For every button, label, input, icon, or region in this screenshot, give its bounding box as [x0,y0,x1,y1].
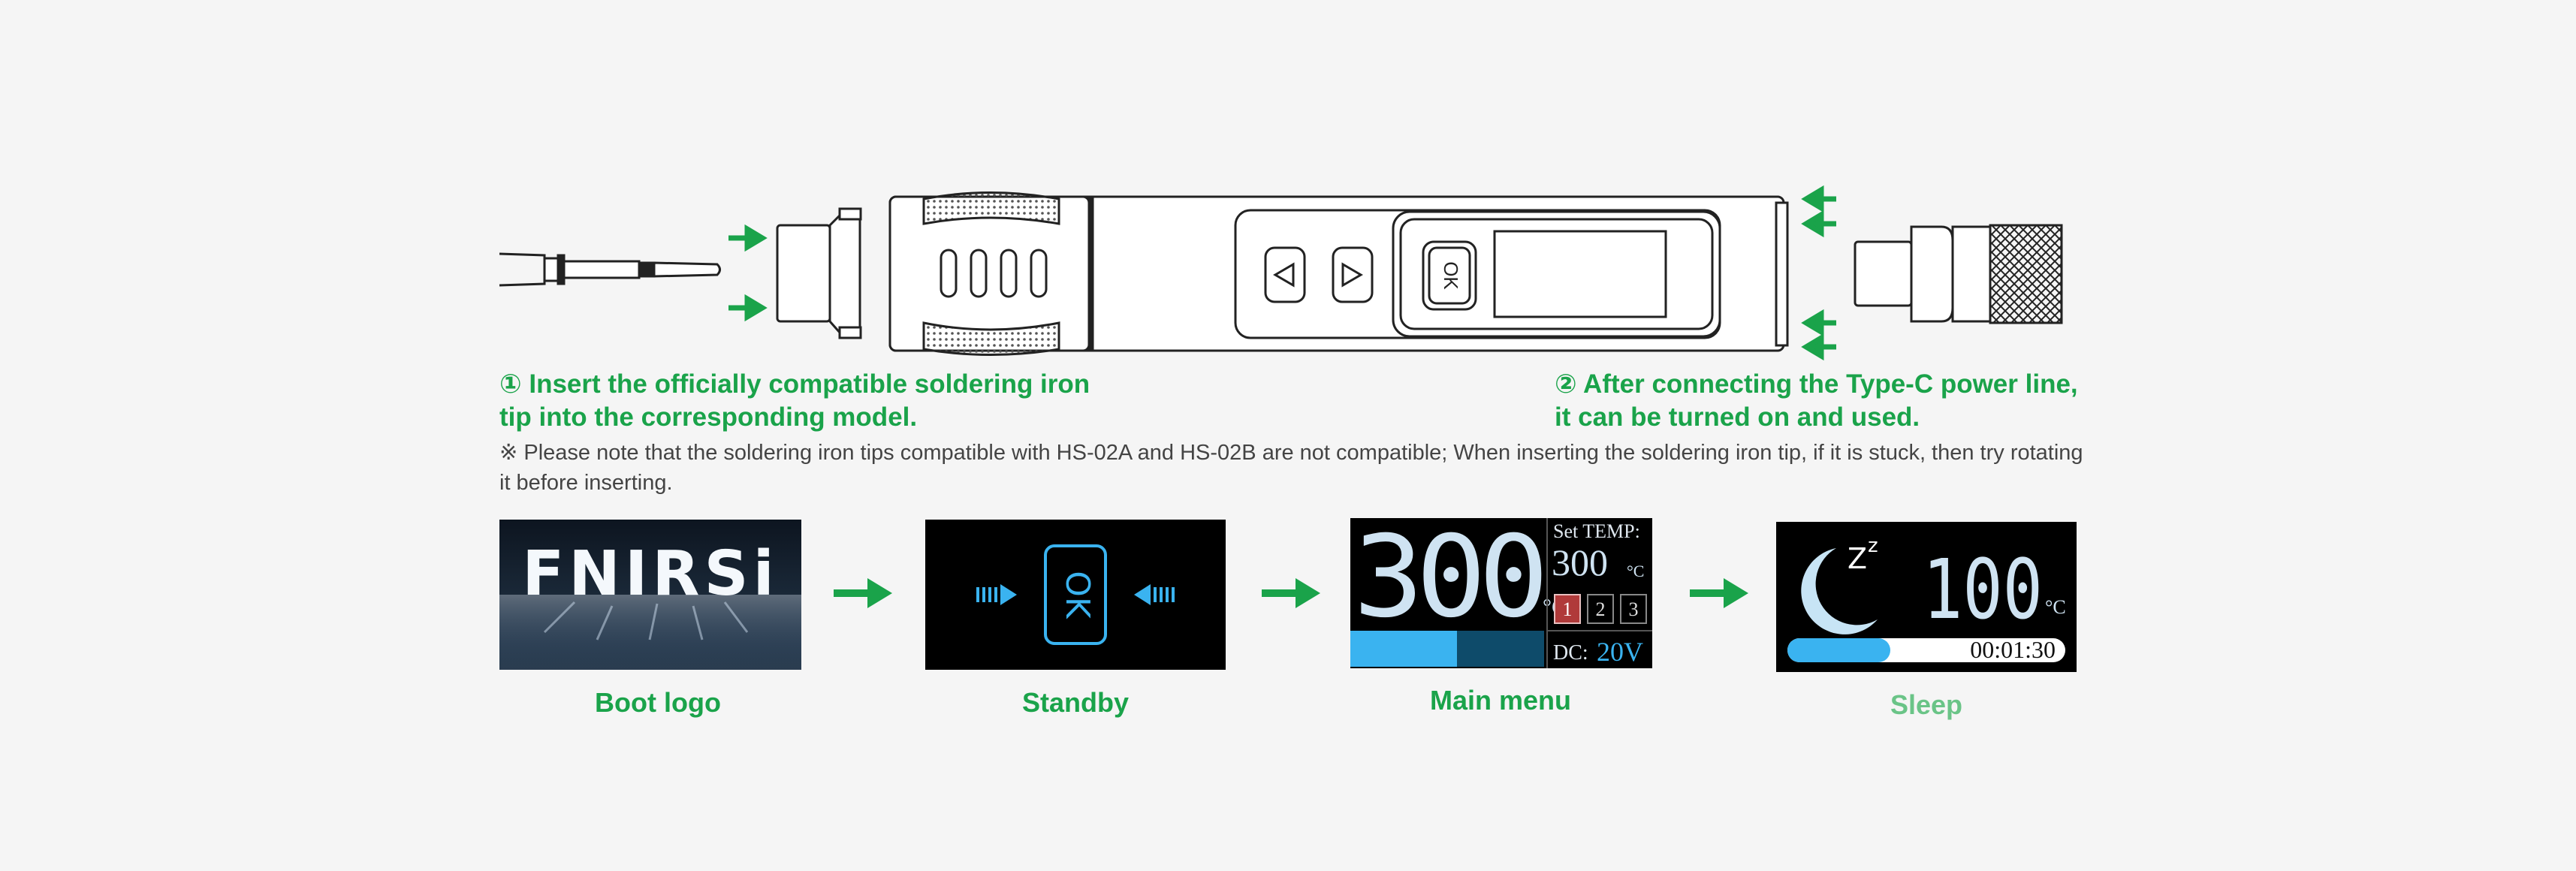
flow-arrows [834,578,1748,608]
type-c-connector [1854,224,2063,324]
sleep-z-large: Z [1848,542,1867,575]
boot-logo-caption: Boot logo [595,687,721,718]
preset-2-label: 2 [1596,598,1606,620]
soldering-tip [499,252,721,287]
boot-logo-screen: FNIRSi [499,520,801,670]
preset-2-button[interactable]: 2 [1587,594,1614,624]
note-line-1: ※ Please note that the soldering iron ti… [499,441,2083,465]
preset-3-button[interactable]: 3 [1620,594,1647,624]
standby-right-arrows-icon [1134,584,1175,605]
main-power-bar-fill [1350,631,1457,667]
flow-arrow-2-icon [1262,578,1320,608]
standby-screen: OK [925,520,1226,670]
preset-1-label: 1 [1563,598,1573,620]
dc-label: DC: [1553,641,1588,665]
standby-ok-button-icon [1044,544,1107,645]
fnirsi-logo: FNIRSi [522,538,778,610]
sleep-temp-readout: 100 [1923,541,2043,637]
preset-1-button[interactable]: 1 [1554,594,1581,624]
set-temp-unit: °C [1627,562,1644,580]
dc-value: 20V [1597,637,1643,667]
compatibility-note: ※ Please note that the soldering iron ti… [499,438,2083,498]
set-temp-label: Set TEMP: [1553,520,1640,542]
preset-3-label: 3 [1629,598,1639,620]
power-arrows-right [1801,185,1836,361]
step-1-line-1: ① Insert the officially compatible solde… [499,369,1090,399]
moon-icon [1801,548,1878,634]
flow-arrow-1-icon [834,578,892,608]
step-2-line-1: ② After connecting the Type-C power line… [1555,369,2078,399]
standby-left-arrows-icon [976,584,1017,605]
main-menu-caption: Main menu [1429,685,1571,716]
sleep-temp-unit: °C [2045,596,2066,618]
standby-caption: Standby [1021,687,1129,718]
boot-logo-art: FNIRSi [499,538,801,670]
iron-front-collar [776,207,862,339]
step-1-instruction: ① Insert the officially compatible solde… [499,368,1090,434]
step-2-line-2: it can be turned on and used. [1555,402,1920,432]
insert-arrows-left [728,224,768,322]
note-line-2: it before inserting. [499,471,673,495]
sleep-caption: Sleep [1890,689,1963,720]
sleep-screen: Z z 100 °C 00:01:30 [1776,522,2077,672]
soldering-iron-diagram: OK [499,185,2063,361]
step-1-line-2: tip into the corresponding model. [499,402,918,432]
standby-ok-label: OK [1058,571,1096,619]
iron-body [888,191,1789,356]
main-temp-readout: 300 [1353,518,1542,643]
step-2-instruction: ② After connecting the Type-C power line… [1555,368,2078,434]
sleep-timer: 00:01:30 [1970,636,2056,663]
sleep-timer-bar-fill [1787,638,1890,662]
set-temp-value: 300 [1552,541,1608,583]
device-ok-label: OK [1440,261,1462,290]
sleep-z-small: z [1868,535,1878,557]
main-menu-screen: 300 °C Set TEMP: 300 °C 1 2 3 DC: 20V [1350,518,1652,668]
flow-arrow-3-icon [1690,578,1748,608]
